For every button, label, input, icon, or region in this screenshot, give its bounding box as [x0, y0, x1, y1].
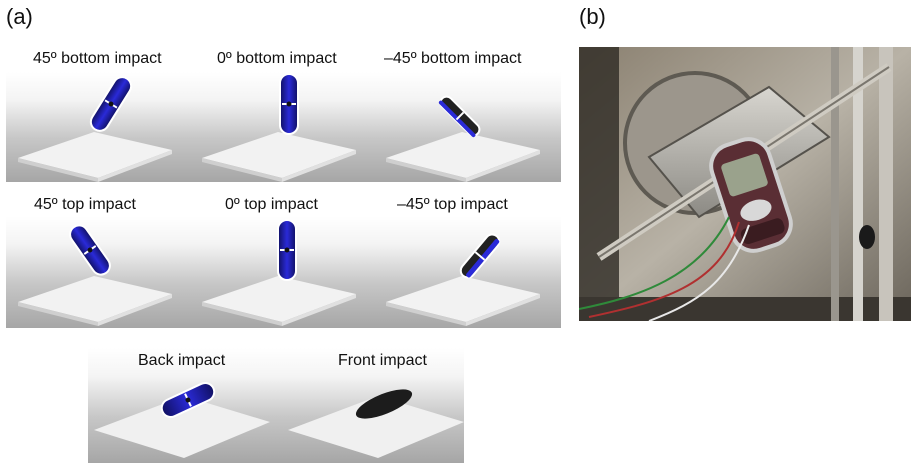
impact-plate	[386, 158, 466, 182]
impact-plate	[18, 132, 172, 178]
impact-plate	[202, 158, 282, 182]
impact-plate	[466, 150, 540, 182]
impact-plate	[386, 132, 540, 178]
phone-0-bottom	[279, 73, 299, 135]
row2-scene	[18, 219, 540, 326]
phone-back-impact	[160, 381, 216, 419]
phone-neg45-bottom	[438, 95, 481, 138]
impact-plate	[202, 132, 356, 178]
phone-neg45-top	[459, 233, 501, 279]
row3-scene	[94, 381, 464, 458]
row3-render-strip	[88, 348, 464, 463]
impact-plate	[94, 396, 270, 458]
impact-plate	[202, 302, 282, 326]
phone-45-bottom	[89, 76, 133, 132]
panel-a-label: (a)	[6, 4, 33, 29]
row1-scene	[18, 73, 540, 182]
impact-plate	[288, 396, 464, 458]
impact-plate	[466, 294, 540, 326]
row1-render-strip	[6, 72, 561, 182]
caption-0-top-impact: 0º top impact	[225, 196, 318, 213]
caption-neg45-top-impact: –45º top impact	[397, 196, 508, 213]
caption-front-impact: Front impact	[338, 352, 427, 369]
phone-0-top	[277, 219, 297, 281]
phone-front-impact	[355, 389, 413, 419]
impact-plate	[202, 276, 356, 322]
phone-45-top	[69, 224, 111, 276]
impact-plate	[282, 150, 356, 182]
caption-neg45-bottom-impact: –45º bottom impact	[384, 50, 522, 67]
impact-plate	[386, 276, 540, 322]
impact-plate	[18, 276, 172, 322]
caption-back-impact: Back impact	[138, 352, 226, 369]
drop-test-photo-illustration	[579, 47, 911, 321]
impact-plate	[282, 294, 356, 326]
drop-test-photo	[579, 47, 911, 321]
caption-45-bottom-impact: 45º bottom impact	[33, 50, 162, 67]
impact-plate	[18, 158, 98, 182]
impact-plate	[386, 302, 466, 326]
impact-plate	[98, 294, 172, 326]
impact-plate	[18, 302, 98, 326]
panel-b-label: (b)	[579, 4, 606, 29]
row2-render-strip	[6, 216, 561, 328]
caption-45-top-impact: 45º top impact	[34, 196, 136, 213]
impact-plate	[98, 150, 172, 182]
caption-0-bottom-impact: 0º bottom impact	[217, 50, 337, 67]
phone-in-fixture	[709, 137, 793, 253]
